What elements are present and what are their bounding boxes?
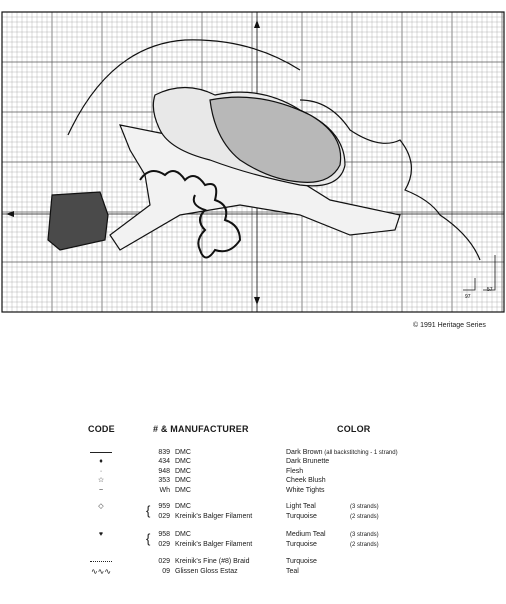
cross-stitch-chart: 57 97 xyxy=(1,11,505,313)
legend-row: ◇ {959 DMC Light Teal (3 strands) xyxy=(0,502,506,517)
legend-color: Turquoise xyxy=(286,513,317,520)
legend-header-color: COLOR xyxy=(337,424,371,434)
legend-color: Medium Teal xyxy=(286,531,326,538)
copyright-text: © 1991 Heritage Series xyxy=(413,322,486,329)
legend-symbol: ♦ xyxy=(99,458,103,465)
legend-row: ♥ {958 DMC Medium Teal (3 strands) xyxy=(0,530,506,545)
legend-header-code: CODE xyxy=(88,424,115,434)
legend-row: 029 Kreinik's Balger Filament Turquoise (2 … xyxy=(0,540,506,550)
legend-header-manufacturer: # & MANUFACTURER xyxy=(153,424,249,434)
legend-manufacturer: DMC xyxy=(175,468,191,475)
legend-manufacturer: DMC xyxy=(175,531,191,538)
corner-label-97: 97 xyxy=(465,294,471,300)
legend-symbol: ♥ xyxy=(98,531,104,538)
legend-note: (2 strands) xyxy=(350,542,379,548)
body-shape xyxy=(152,86,346,187)
legend-number: Wh xyxy=(159,487,171,494)
legend-note: (2 strands) xyxy=(350,514,379,520)
legend-number: 09 xyxy=(162,568,170,575)
legend-symbol: ☆ xyxy=(97,477,105,484)
legend-row: 029 Kreinik's Fine (#8) Braid Turquoise xyxy=(0,557,506,567)
stitch-marker-corner xyxy=(463,255,496,291)
corner-label-57: 57 xyxy=(487,287,493,293)
legend-color: Dark Brunette xyxy=(286,458,330,465)
legend-symbol: ∿∿∿ xyxy=(86,567,116,578)
legend-color: Cheek Blush xyxy=(286,477,326,484)
shoe-shape xyxy=(47,191,109,251)
legend-manufacturer: DMC xyxy=(175,503,191,510)
legend-manufacturer: DMC xyxy=(175,477,191,484)
legend-brace: { xyxy=(146,503,151,518)
legend-manufacturer: Kreinik's Balger Filament xyxy=(175,513,253,520)
legend-manufacturer: Kreinik's Fine (#8) Braid xyxy=(175,558,250,565)
legend-symbol xyxy=(86,448,116,458)
legend-manufacturer: DMC xyxy=(175,449,191,456)
legend-color: Turquoise xyxy=(286,558,317,565)
legend-row: 029 Kreinik's Balger Filament Turquoise (2 … xyxy=(0,512,506,522)
legend-note: (all backstitching - 1 strand) xyxy=(322,450,398,456)
teal-water-shape xyxy=(299,99,481,261)
legend-symbol xyxy=(86,557,116,567)
legend-number: 029 xyxy=(158,558,170,565)
legend-note: (3 strands) xyxy=(350,532,379,538)
legend-number: 353 xyxy=(158,477,170,484)
legend-manufacturer: Kreinik's Balger Filament xyxy=(175,541,253,548)
legend-number: 029 xyxy=(158,541,170,548)
backstitch-line-icon xyxy=(90,451,112,453)
legend-number: 434 xyxy=(158,458,170,465)
dotted-line-icon xyxy=(90,560,112,562)
legend-color: Teal xyxy=(286,568,299,575)
legend-number: 029 xyxy=(158,513,170,520)
legend-symbol: ~ xyxy=(98,487,104,494)
legend-note: (3 strands) xyxy=(350,504,379,510)
legend-row: ∿∿∿ 09 Glissen Gloss Estaz Teal xyxy=(0,567,506,577)
legend-color: Turquoise xyxy=(286,541,317,548)
legend-row: · 948 DMC Flesh xyxy=(0,467,506,477)
legend-number: 839 xyxy=(158,449,170,456)
legend-manufacturer: DMC xyxy=(175,487,191,494)
legend-color: Flesh xyxy=(286,468,304,475)
legend-symbol: ◇ xyxy=(98,503,104,510)
legend-number: 958 xyxy=(158,531,170,538)
legend-manufacturer: Glissen Gloss Estaz xyxy=(175,568,238,575)
legend-row: ~ Wh DMC White Tights xyxy=(0,486,506,496)
arch-outline xyxy=(67,39,301,136)
legend-color: Light Teal xyxy=(286,503,316,510)
legend-manufacturer: DMC xyxy=(175,458,191,465)
legend-number: 948 xyxy=(158,468,170,475)
legend-number: 959 xyxy=(158,503,170,510)
legend-row: ♦ 434 DMC Dark Brunette xyxy=(0,457,506,467)
legend-brace: { xyxy=(146,531,151,546)
legend-color: Dark Brown (all backstitching - 1 strand… xyxy=(286,449,398,456)
legend-symbol: · xyxy=(99,468,103,475)
legend-color: White Tights xyxy=(286,487,325,494)
legend-row: 839 DMC Dark Brown (all backstitching - 1 … xyxy=(0,448,506,458)
squiggle-line-icon: ∿∿∿ xyxy=(90,567,112,576)
legend-row: ☆ 353 DMC Cheek Blush xyxy=(0,476,506,486)
scarf-squiggle xyxy=(139,170,242,259)
